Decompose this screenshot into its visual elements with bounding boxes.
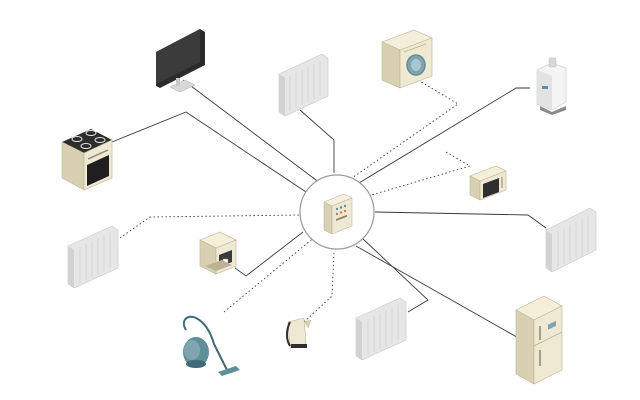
radiator-bottom-icon[interactable] — [355, 297, 407, 361]
radiator-left-icon[interactable] — [67, 225, 119, 289]
link-vacuum-cleaner — [223, 235, 317, 313]
link-coffee-machine — [234, 231, 304, 277]
microwave-icon[interactable] — [469, 165, 507, 201]
link-microwave — [367, 151, 472, 197]
link-water-heater — [353, 87, 530, 187]
washing-machine-icon[interactable] — [381, 29, 433, 89]
link-washing-machine — [351, 79, 459, 179]
link-kettle — [303, 251, 335, 323]
link-radiator-top — [299, 109, 335, 173]
control-panel-icon — [323, 193, 353, 235]
link-radiator-left — [119, 214, 301, 239]
link-radiator-right — [374, 211, 547, 229]
kettle-icon[interactable] — [286, 317, 312, 349]
hub[interactable] — [299, 174, 375, 250]
vacuum-cleaner-icon[interactable] — [182, 315, 240, 376]
radiator-right-icon[interactable] — [545, 207, 597, 273]
link-radiator-bottom — [361, 237, 429, 313]
stove-icon[interactable] — [61, 129, 113, 191]
water-heater-icon[interactable] — [536, 57, 567, 115]
television-icon[interactable] — [156, 29, 205, 93]
link-stove — [111, 111, 313, 197]
radiator-top-icon[interactable] — [278, 53, 329, 117]
link-television — [182, 79, 321, 184]
coffee-machine-icon[interactable] — [199, 231, 237, 275]
link-refrigerator — [355, 245, 523, 341]
refrigerator-icon[interactable] — [515, 295, 563, 385]
connections — [111, 79, 547, 341]
